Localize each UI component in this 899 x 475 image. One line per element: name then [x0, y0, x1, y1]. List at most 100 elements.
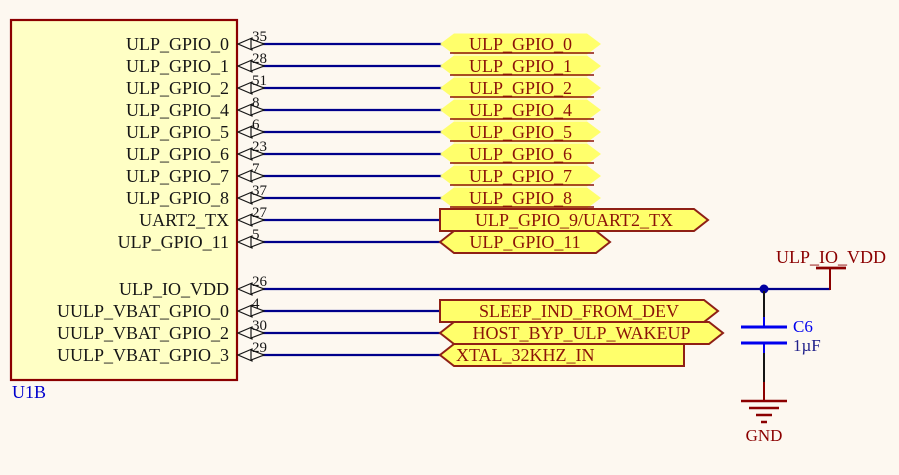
port-label: XTAL_32KHZ_IN — [456, 345, 595, 365]
net-port-host-byp-ulp-wakeup[interactable]: HOST_BYP_ULP_WAKEUP — [438, 321, 725, 345]
pin-ulp_gpio_1[interactable]: 28 ULP_GPIO_1 — [126, 51, 267, 76]
port-shape — [440, 55, 601, 77]
pin-io-arrow-right-icon — [250, 82, 266, 94]
port-shape — [438, 230, 612, 254]
pin-ulp_gpio_11[interactable]: 5 ULP_GPIO_11 — [118, 227, 266, 252]
net-port-ulp-gpio-1[interactable]: ULP_GPIO_1 — [440, 55, 601, 77]
port-label: ULP_GPIO_9/UART2_TX — [475, 210, 673, 230]
pin-name: ULP_GPIO_5 — [126, 122, 229, 142]
pin-ulp_gpio_0[interactable]: 35 ULP_GPIO_0 — [126, 29, 267, 54]
component-designator[interactable]: U1B — [12, 382, 46, 402]
component-body-u1b[interactable] — [9, 18, 239, 382]
port-shape — [440, 99, 601, 121]
pin-name: ULP_GPIO_2 — [126, 78, 229, 98]
net-port-ulp-gpio-6[interactable]: ULP_GPIO_6 — [440, 143, 601, 165]
port-shape — [440, 33, 601, 55]
pin-io-arrow-right-icon — [250, 236, 266, 248]
pin-io-arrow-right-icon — [250, 283, 266, 295]
gnd-net-label: GND — [746, 426, 783, 445]
pin-ulp_gpio_5[interactable]: 6 ULP_GPIO_5 — [126, 117, 266, 142]
pin-number: 51 — [252, 73, 267, 89]
net-port-ulp-gpio-0[interactable]: ULP_GPIO_0 — [440, 33, 601, 55]
net-port-ulp-gpio-9-uart2-tx[interactable]: ULP_GPIO_9/UART2_TX — [439, 208, 710, 232]
port-shape — [440, 143, 601, 165]
capacitor-designator: C6 — [793, 317, 813, 336]
port-shape — [438, 343, 685, 367]
power-net-label: ULP_IO_VDD — [776, 247, 886, 267]
pin-number: 26 — [252, 274, 268, 290]
pin-io-arrow-right-icon — [250, 104, 266, 116]
net-port-sleep-ind-from-dev[interactable]: SLEEP_IND_FROM_DEV — [439, 299, 720, 323]
port-shape — [439, 208, 710, 232]
power-port-bar[interactable]: ULP_IO_VDD — [776, 247, 886, 290]
pin-number: 7 — [252, 161, 260, 177]
pin-number: 29 — [252, 340, 267, 356]
pin-number: 4 — [252, 296, 260, 312]
gnd-symbol[interactable]: GND — [741, 382, 787, 445]
net-port-ulp-gpio-2[interactable]: ULP_GPIO_2 — [440, 77, 601, 99]
pin-io-arrow-right-icon — [250, 38, 266, 50]
port-shape — [440, 77, 601, 99]
pin-uulp_vbat_gpio_3[interactable]: 29 UULP_VBAT_GPIO_3 — [57, 340, 267, 365]
port-label: ULP_GPIO_0 — [469, 34, 572, 54]
net-port-xtal-32khz-in[interactable]: XTAL_32KHZ_IN — [438, 343, 685, 367]
pin-number: 28 — [252, 51, 267, 67]
pin-name: UULP_VBAT_GPIO_3 — [57, 345, 229, 365]
pin-ulp_gpio_7[interactable]: 7 ULP_GPIO_7 — [126, 161, 266, 186]
pin-io-arrow-right-icon — [250, 192, 266, 204]
pin-number: 27 — [252, 205, 268, 221]
port-label: ULP_GPIO_6 — [469, 144, 572, 164]
pin-name: ULP_GPIO_0 — [126, 34, 229, 54]
port-label: ULP_GPIO_8 — [469, 188, 572, 208]
pin-name: UART2_TX — [139, 210, 229, 230]
capacitor-c6[interactable]: C6 1µF — [741, 291, 821, 382]
pin-ulp_io_vdd[interactable]: 26 ULP_IO_VDD — [119, 274, 268, 299]
port-label: ULP_GPIO_7 — [469, 166, 572, 186]
pin-io-arrow-right-icon — [250, 349, 266, 361]
port-shape — [439, 299, 720, 323]
port-shape — [440, 121, 601, 143]
pin-uulp_vbat_gpio_2[interactable]: 30 UULP_VBAT_GPIO_2 — [57, 318, 267, 343]
port-label: HOST_BYP_ULP_WAKEUP — [472, 323, 690, 343]
pin-name: ULP_IO_VDD — [119, 279, 229, 299]
pin-number: 30 — [252, 318, 267, 334]
pin-name: ULP_GPIO_1 — [126, 56, 229, 76]
net-port-ulp-gpio-8[interactable]: ULP_GPIO_8 — [440, 187, 601, 209]
capacitor-value: 1µF — [793, 336, 821, 355]
port-label: ULP_GPIO_5 — [469, 122, 572, 142]
net-port-ulp-gpio-11[interactable]: ULP_GPIO_11 — [438, 230, 612, 254]
port-label: ULP_GPIO_1 — [469, 56, 572, 76]
pin-ulp_gpio_2[interactable]: 51 ULP_GPIO_2 — [126, 73, 267, 98]
wire-junction-dot[interactable] — [759, 284, 769, 294]
pin-io-arrow-right-icon — [250, 305, 266, 317]
pin-io-arrow-right-icon — [250, 327, 266, 339]
pin-number: 5 — [252, 227, 260, 243]
pin-name: UULP_VBAT_GPIO_0 — [57, 301, 229, 321]
pin-number: 8 — [252, 95, 260, 111]
net-port-ulp-gpio-5[interactable]: ULP_GPIO_5 — [440, 121, 601, 143]
pin-name: ULP_GPIO_11 — [118, 232, 229, 252]
pin-name: ULP_GPIO_6 — [126, 144, 229, 164]
port-label: ULP_GPIO_2 — [469, 78, 572, 98]
port-label: ULP_GPIO_11 — [469, 232, 580, 252]
port-label: ULP_GPIO_4 — [469, 100, 572, 120]
pin-number: 35 — [252, 29, 267, 45]
pin-uulp_vbat_gpio_0[interactable]: 4 UULP_VBAT_GPIO_0 — [57, 296, 266, 321]
port-shape — [440, 187, 601, 209]
pin-name: UULP_VBAT_GPIO_2 — [57, 323, 229, 343]
net-port-ulp-gpio-4[interactable]: ULP_GPIO_4 — [440, 99, 601, 121]
net-port-ulp-gpio-7[interactable]: ULP_GPIO_7 — [440, 165, 601, 187]
pin-uart2_tx[interactable]: 27 UART2_TX — [139, 205, 267, 230]
pin-io-arrow-right-icon — [250, 214, 266, 226]
pin-io-arrow-right-icon — [250, 126, 266, 138]
pin-name: ULP_GPIO_8 — [126, 188, 229, 208]
port-label: SLEEP_IND_FROM_DEV — [479, 301, 679, 321]
pin-name: ULP_GPIO_7 — [126, 166, 229, 186]
pin-io-arrow-right-icon — [250, 60, 266, 72]
pin-io-arrow-right-icon — [250, 170, 266, 182]
pin-number: 6 — [252, 117, 260, 133]
